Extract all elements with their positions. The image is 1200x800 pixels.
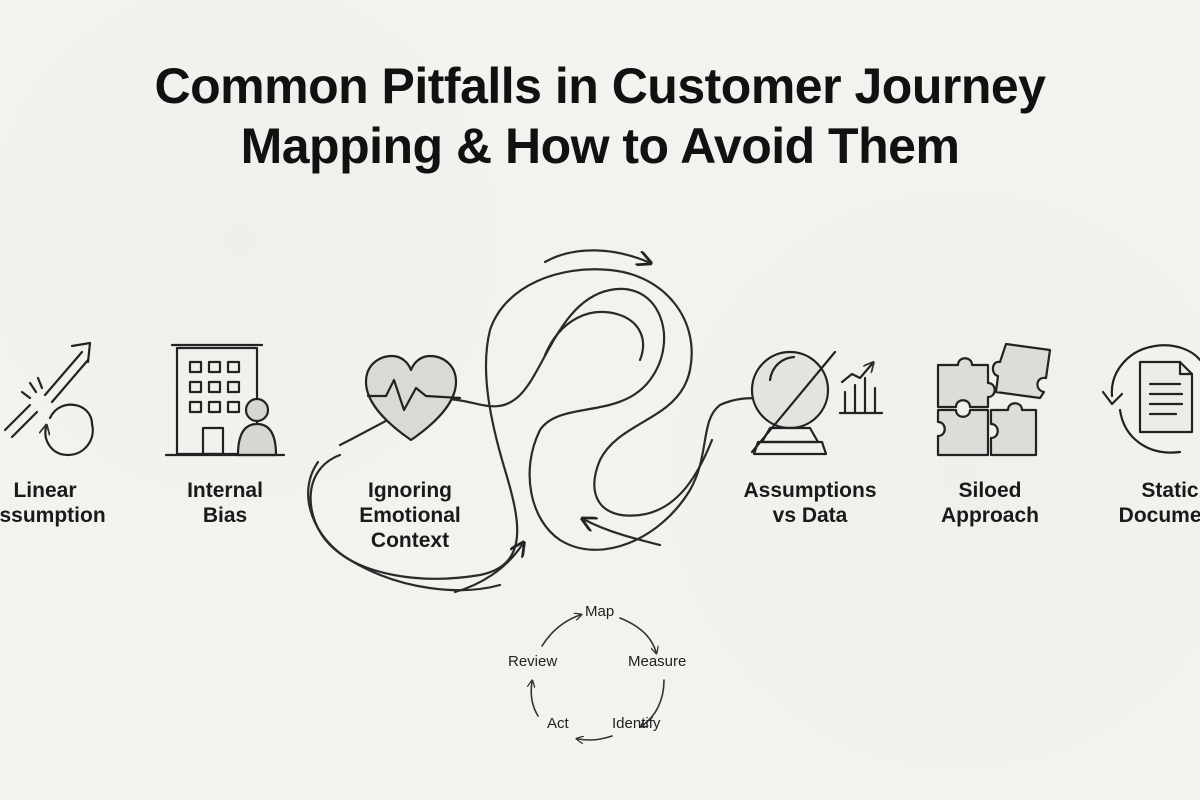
pitfall-label-line: Approach: [940, 504, 1039, 527]
crystal-ball-icon: [750, 350, 884, 456]
pitfall-label-line: Static: [1141, 479, 1199, 502]
improvement-cycle: [531, 615, 665, 740]
pitfall-label-assumptions-vs-data: Assumptions vs Data: [730, 478, 890, 528]
pitfall-label-line: Linear: [13, 479, 77, 502]
pitfall-label-siloed-approach: Siloed Approach: [925, 478, 1055, 528]
pitfall-label-line: Bias: [202, 504, 248, 527]
cycle-step-measure: Measure: [628, 653, 687, 670]
heart-icon: [364, 354, 462, 442]
pitfall-label-line: Ignoring: [368, 479, 452, 502]
puzzle-icon: [936, 342, 1052, 457]
cycle-step-act: Act: [547, 715, 569, 732]
title-line-1: Common Pitfalls in Customer Journey: [154, 58, 1046, 114]
document-refresh-icon: [1101, 344, 1200, 454]
pitfall-label-line: Siloed: [958, 479, 1022, 502]
pitfall-label-line: Assumption: [0, 504, 106, 527]
title-line-2: Mapping & How to Avoid Them: [240, 118, 960, 174]
cycle-step-map: Map: [585, 603, 615, 620]
pitfall-label-linear-assumption: Linear Assumption: [0, 478, 110, 528]
pitfall-label-ignoring-emotional-context: Ignoring Emotional Context: [345, 478, 475, 553]
pitfall-label-line: Assumptions: [743, 479, 877, 502]
pitfall-label-line: vs Data: [772, 504, 848, 527]
cycle-step-identify: Identify: [612, 715, 661, 732]
pitfall-label-line: Emotional: [359, 504, 461, 527]
broken-arrow-icon: [3, 341, 94, 457]
cycle-step-review: Review: [508, 653, 558, 670]
pitfall-label-static-document: Static Document: [1105, 478, 1200, 528]
pitfall-label-line: Context: [370, 529, 450, 552]
pitfall-label-line: Document: [1118, 504, 1200, 527]
office-building-icon: [164, 343, 286, 457]
page-title: Common Pitfalls in Customer Journey Mapp…: [0, 56, 1200, 176]
pitfall-label-internal-bias: Internal Bias: [160, 478, 290, 528]
pitfall-label-line: Internal: [187, 479, 263, 502]
journey-path: [307, 249, 762, 594]
